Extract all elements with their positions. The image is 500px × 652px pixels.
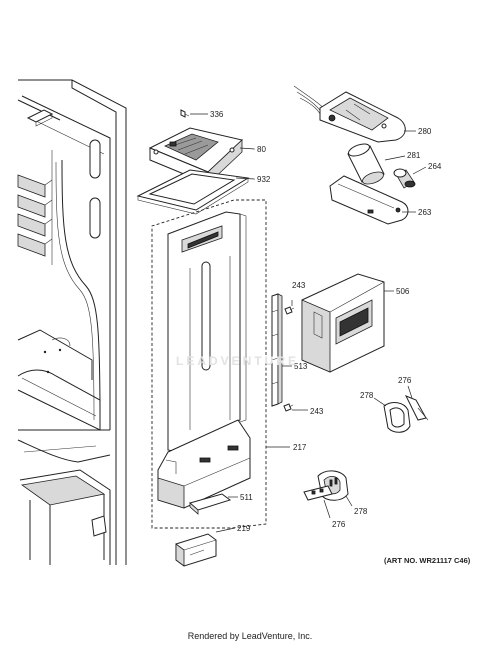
label-278b: 278 [354, 507, 368, 516]
light-276b[interactable] [303, 485, 333, 501]
part-number-labels: 336 80 932 280 281 264 263 243 506 513 2… [210, 110, 442, 533]
screw-243b[interactable] [283, 403, 294, 412]
screw-243a[interactable] [284, 306, 295, 315]
label-217: 217 [293, 443, 307, 452]
label-80: 80 [257, 145, 266, 154]
filter-281[interactable] [347, 142, 385, 187]
gasket-932[interactable] [136, 169, 250, 215]
label-243a: 243 [292, 281, 306, 290]
screw-336[interactable] [180, 109, 190, 118]
refrigerator-cabinet [17, 79, 127, 565]
label-264: 264 [428, 162, 442, 171]
duct-219[interactable] [175, 533, 217, 567]
label-278a: 278 [360, 391, 374, 400]
label-280: 280 [418, 127, 432, 136]
label-276a: 276 [398, 376, 412, 385]
dispenser-506[interactable] [301, 273, 385, 373]
watermark: LEADVENTURE [176, 354, 300, 368]
cover-263[interactable] [329, 175, 409, 225]
art-number: (ART NO. WR21117 C46) [384, 556, 471, 565]
label-513: 513 [294, 362, 308, 371]
light-276a[interactable] [404, 395, 429, 421]
footer-credit: Rendered by LeadVenture, Inc. [187, 631, 313, 641]
trim-278a[interactable] [383, 402, 411, 433]
bracket-513[interactable] [271, 293, 283, 407]
label-263: 263 [418, 208, 432, 217]
label-281: 281 [407, 151, 421, 160]
label-243b: 243 [310, 407, 324, 416]
label-336: 336 [210, 110, 224, 119]
label-506: 506 [396, 287, 410, 296]
label-932: 932 [257, 175, 271, 184]
liner-217[interactable] [151, 199, 267, 529]
label-276b: 276 [332, 520, 346, 529]
filter-511[interactable] [188, 493, 232, 515]
label-219: 219 [237, 524, 251, 533]
cap-264[interactable] [393, 168, 416, 189]
label-511: 511 [240, 493, 253, 502]
housing-280[interactable] [293, 85, 406, 143]
leader-lines [190, 113, 427, 533]
